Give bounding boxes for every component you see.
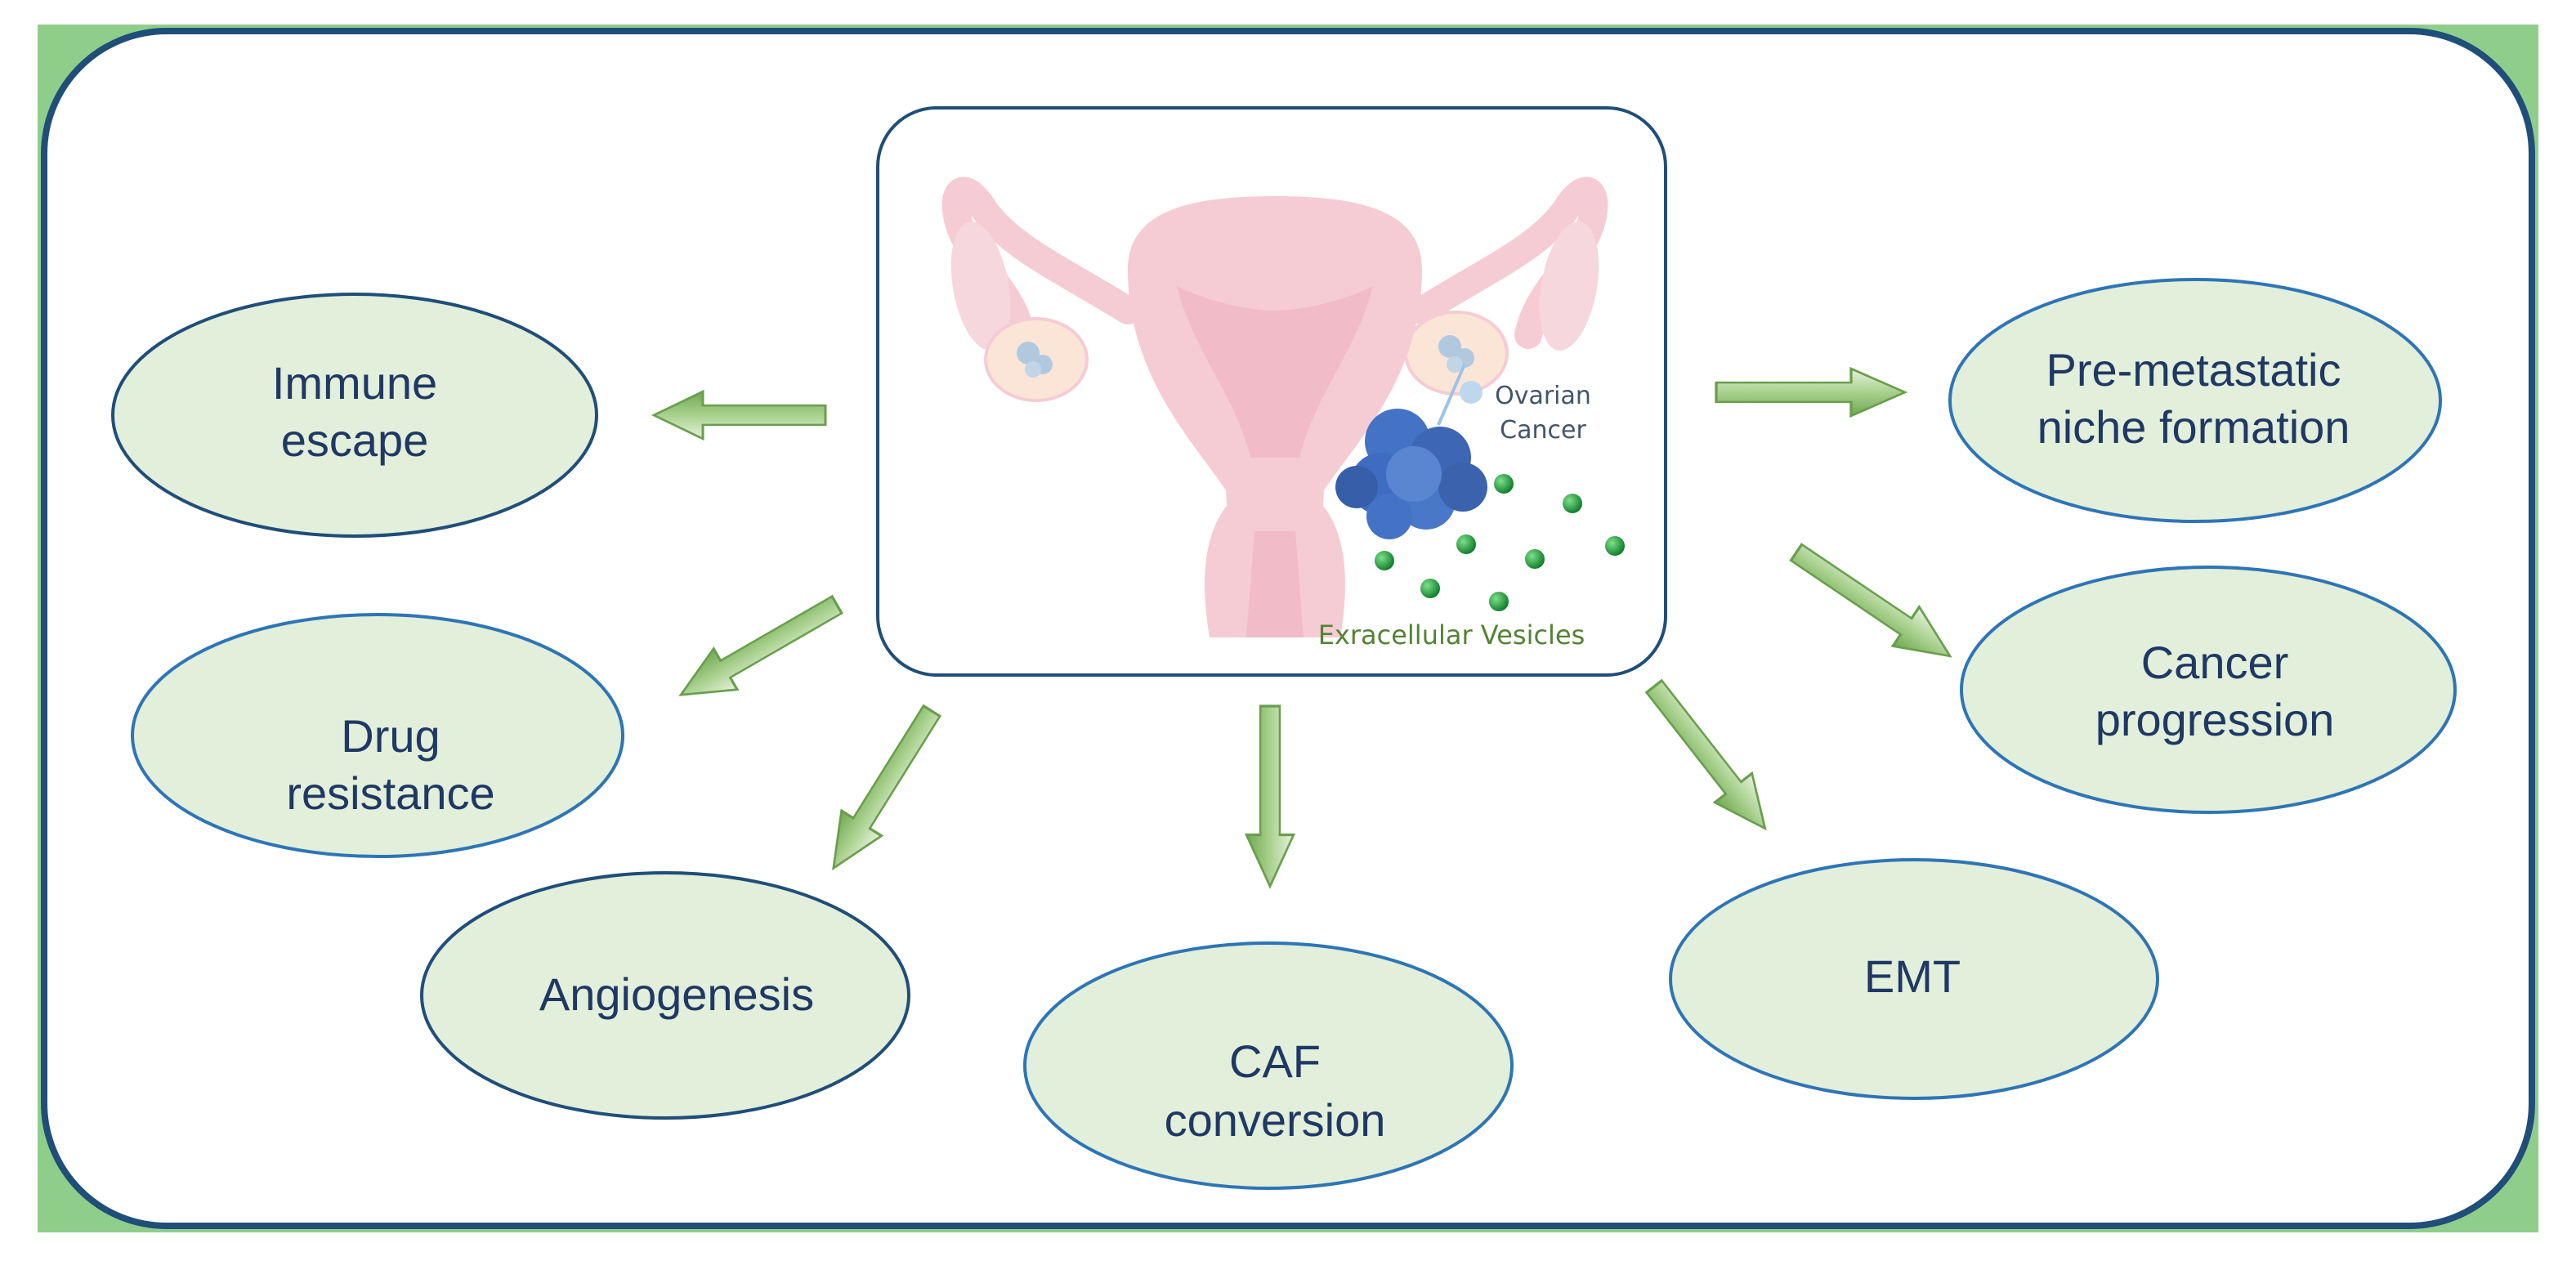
immune-escape-line2: escape [281, 414, 429, 466]
cancer-progression-line2: progression [2095, 694, 2335, 745]
oval-angiogenesis: Angiogenesis [420, 871, 910, 1120]
vesicles-label: Exracellular Vesicles [1318, 619, 1585, 651]
oval-cancer-progression: Cancer progression [1960, 566, 2457, 814]
premetastatic-niche-line2: niche formation [2037, 401, 2350, 453]
tumor-cluster-icon [1335, 409, 1487, 539]
uterus-icon [941, 177, 1608, 637]
vesicle-dots-icon [1375, 474, 1625, 611]
emt-label: EMT [1864, 950, 1961, 1002]
premetastatic-niche-line1: Pre-metastatic [2046, 344, 2341, 396]
angiogenesis-label: Angiogenesis [539, 968, 814, 1020]
caf-conversion-line2: conversion [1165, 1094, 1386, 1146]
tumor-pointer-line [1437, 364, 1466, 426]
oval-caf-conversion: CAF conversion [1023, 941, 1514, 1190]
oval-premetastatic-niche: Pre-metastatic niche formation [1948, 278, 2442, 523]
cancer-label: Cancer [1500, 416, 1586, 445]
oval-drug-resistance: Drug resistance [131, 613, 624, 858]
oval-emt: EMT [1669, 858, 2159, 1100]
drug-resistance-line2: resistance [286, 767, 494, 819]
drug-resistance-line1: Drug [341, 710, 440, 762]
ovarian-label: Ovarian [1495, 382, 1591, 410]
cancer-progression-line1: Cancer [2141, 637, 2289, 688]
caf-conversion-line1: CAF [1229, 1035, 1321, 1087]
center-panel: Ovarian Cancer Exracellular Vesicles [876, 106, 1667, 677]
immune-escape-line1: Immune [272, 357, 437, 409]
oval-immune-escape: Immune escape [111, 293, 598, 538]
